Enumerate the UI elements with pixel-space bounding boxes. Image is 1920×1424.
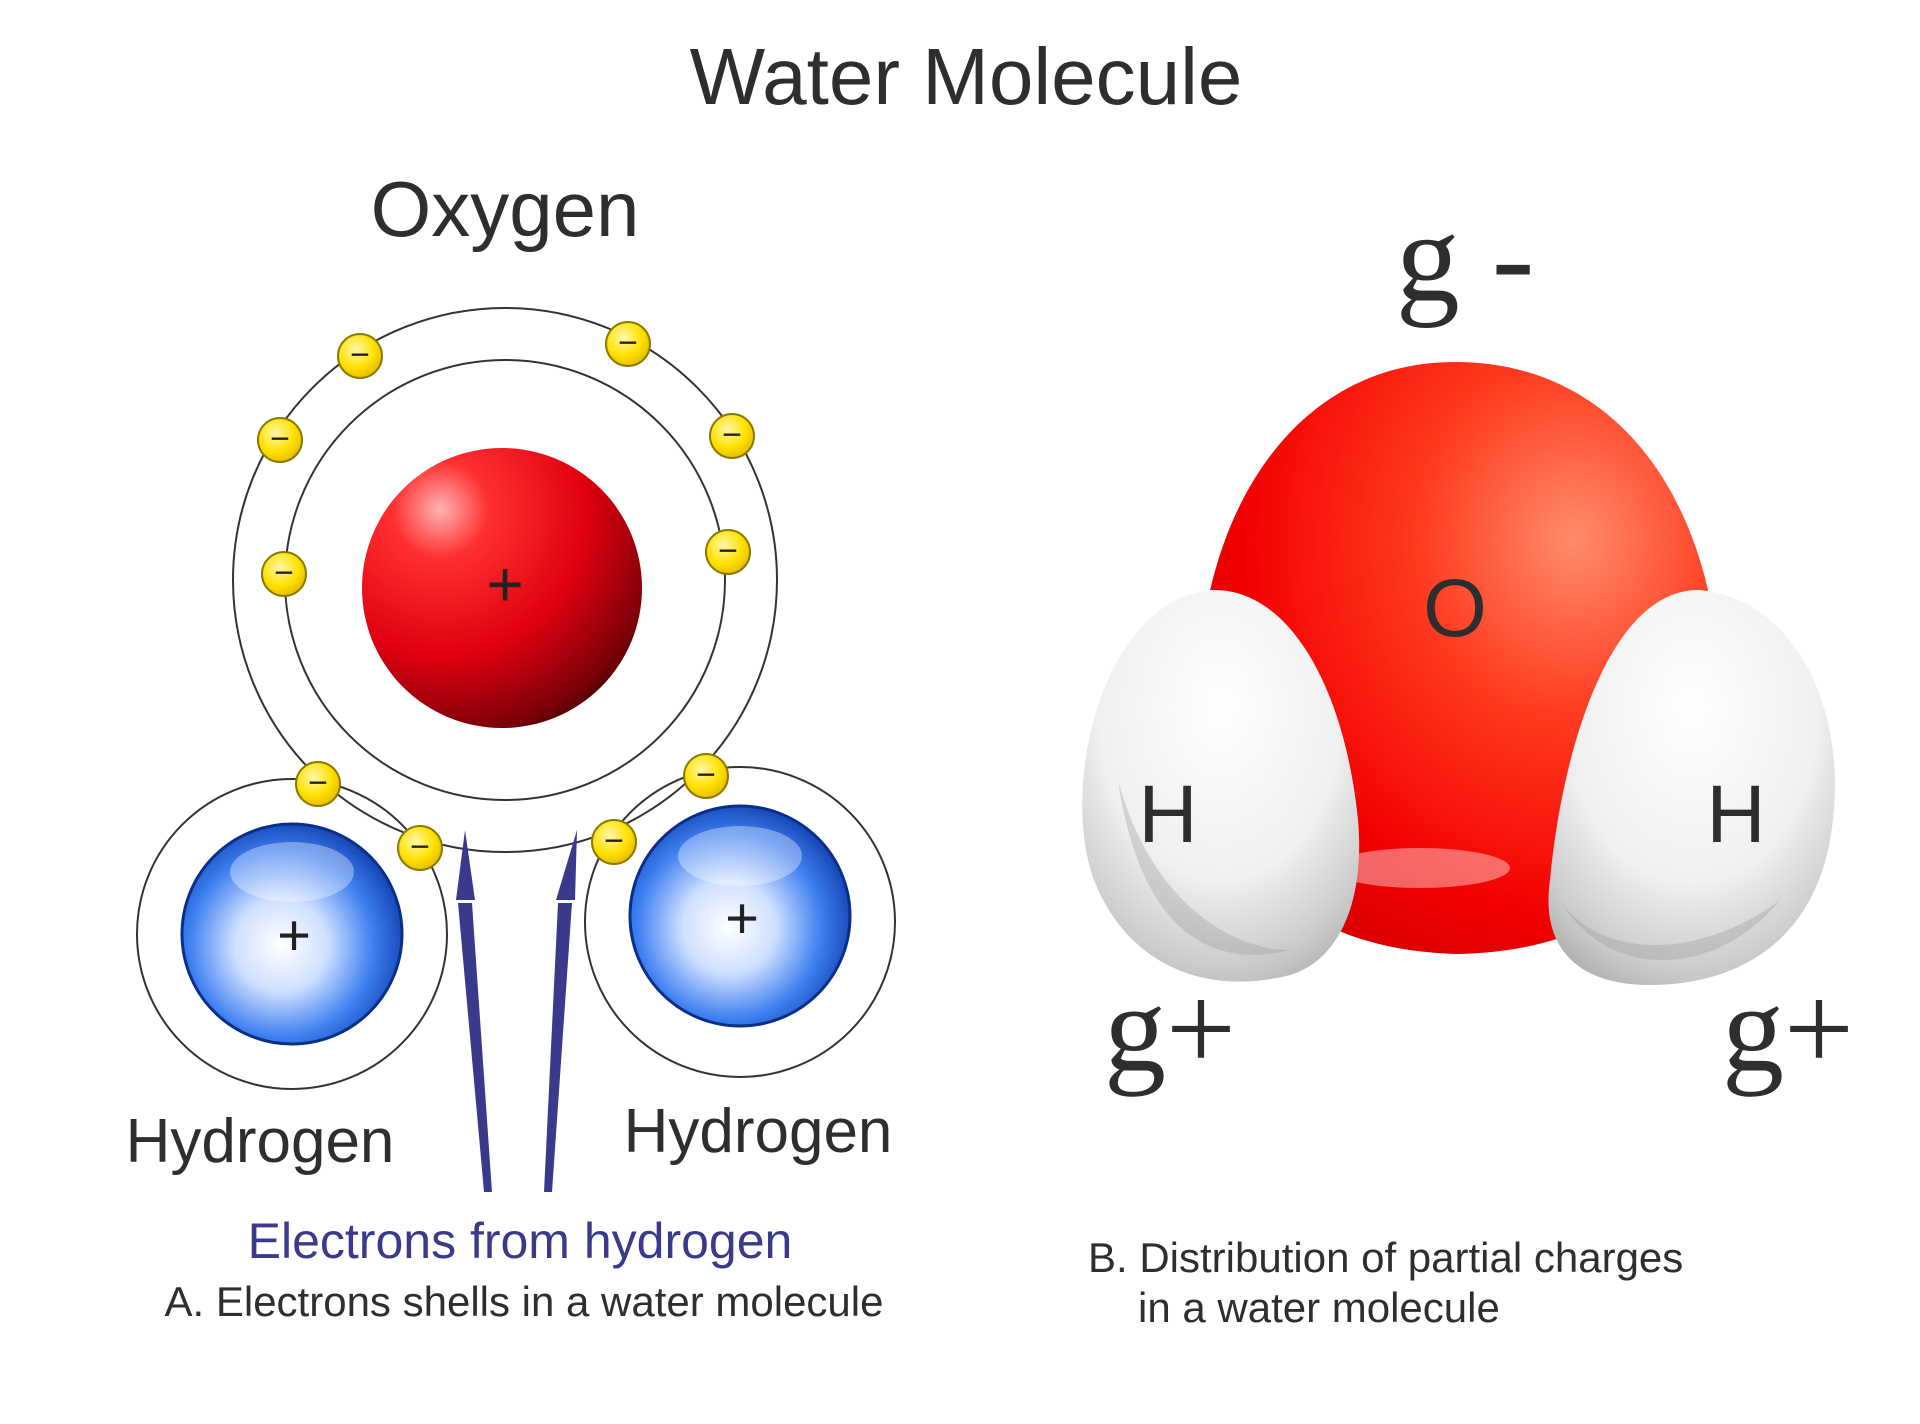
hydrogen-right-label: Hydrogen <box>624 1097 893 1166</box>
electron-symbol: − <box>350 336 370 374</box>
space-filling-hydrogen-left <box>1082 589 1360 982</box>
partial-charge-hydrogen-right: g+ <box>1722 960 1854 1097</box>
space-filling-hydrogen-right <box>1548 589 1835 985</box>
hydrogen-right-nucleus-charge: + <box>725 886 759 951</box>
oxygen-nucleus: + <box>362 448 642 728</box>
electron-symbol: − <box>696 756 716 794</box>
partial-charge-hydrogen-left: g+ <box>1104 960 1236 1097</box>
oxygen-outer-shell <box>232 307 778 853</box>
panel-b-partial-charges: O H H g - g+ g+ B. Distribution of parti… <box>1082 186 1854 1331</box>
hydrogen-right-symbol: H <box>1706 769 1765 860</box>
oxygen-nucleus-charge: + <box>486 548 523 620</box>
electron-arrow-left-head <box>456 830 475 900</box>
electrons-from-hydrogen-label: Electrons from hydrogen <box>248 1213 793 1269</box>
panel-a-caption: A. Electrons shells in a water molecule <box>165 1278 884 1325</box>
electron-arrow-left <box>458 903 492 1192</box>
electron-symbol: − <box>618 324 638 362</box>
hydrogen-left-symbol: H <box>1138 769 1197 860</box>
electron-arrow-right-head <box>556 830 577 900</box>
panel-a-electron-shells: Oxygen + + + − − − − − − − − − − Hydrogen <box>126 165 896 1325</box>
partial-charge-oxygen: g - <box>1396 186 1535 328</box>
electron-arrow-right <box>544 903 572 1192</box>
electron-symbol: − <box>410 828 430 866</box>
electron-symbol: − <box>270 420 290 458</box>
electron-group: − − − − − − − − − − <box>257 321 755 871</box>
oxygen-shine <box>1330 848 1510 888</box>
electron-symbol: − <box>718 532 738 570</box>
diagram-title: Water Molecule <box>690 32 1243 121</box>
panel-b-caption-line1: B. Distribution of partial charges <box>1088 1234 1683 1281</box>
electron-inner-2: − <box>705 529 751 575</box>
hydrogen-left-shell <box>136 778 448 1090</box>
hydrogen-right-shell <box>584 766 896 1078</box>
electron-outer-1: − <box>337 333 383 379</box>
oxygen-symbol: O <box>1423 563 1487 654</box>
electron-shared-right-1: − <box>683 753 729 799</box>
hydrogen-left-label: Hydrogen <box>126 1107 395 1176</box>
electron-symbol: − <box>604 822 624 860</box>
panel-b-caption-line2: in a water molecule <box>1138 1284 1500 1331</box>
electron-symbol: − <box>308 764 328 802</box>
electron-shared-left-1: − <box>295 761 341 807</box>
electron-shared-left-2: − <box>397 825 443 871</box>
electron-outer-2: − <box>605 321 651 367</box>
hydrogen-right-nucleus: + <box>628 804 852 1028</box>
hydrogen-left-nucleus-charge: + <box>277 903 311 968</box>
electron-symbol: − <box>274 554 294 592</box>
hydrogen-left-nucleus: + <box>180 822 404 1046</box>
electron-outer-4: − <box>709 413 755 459</box>
electron-inner-1: − <box>261 551 307 597</box>
electron-outer-3: − <box>257 417 303 463</box>
oxygen-label: Oxygen <box>371 165 640 253</box>
electron-shared-right-2: − <box>591 819 637 865</box>
electron-symbol: − <box>722 416 742 454</box>
